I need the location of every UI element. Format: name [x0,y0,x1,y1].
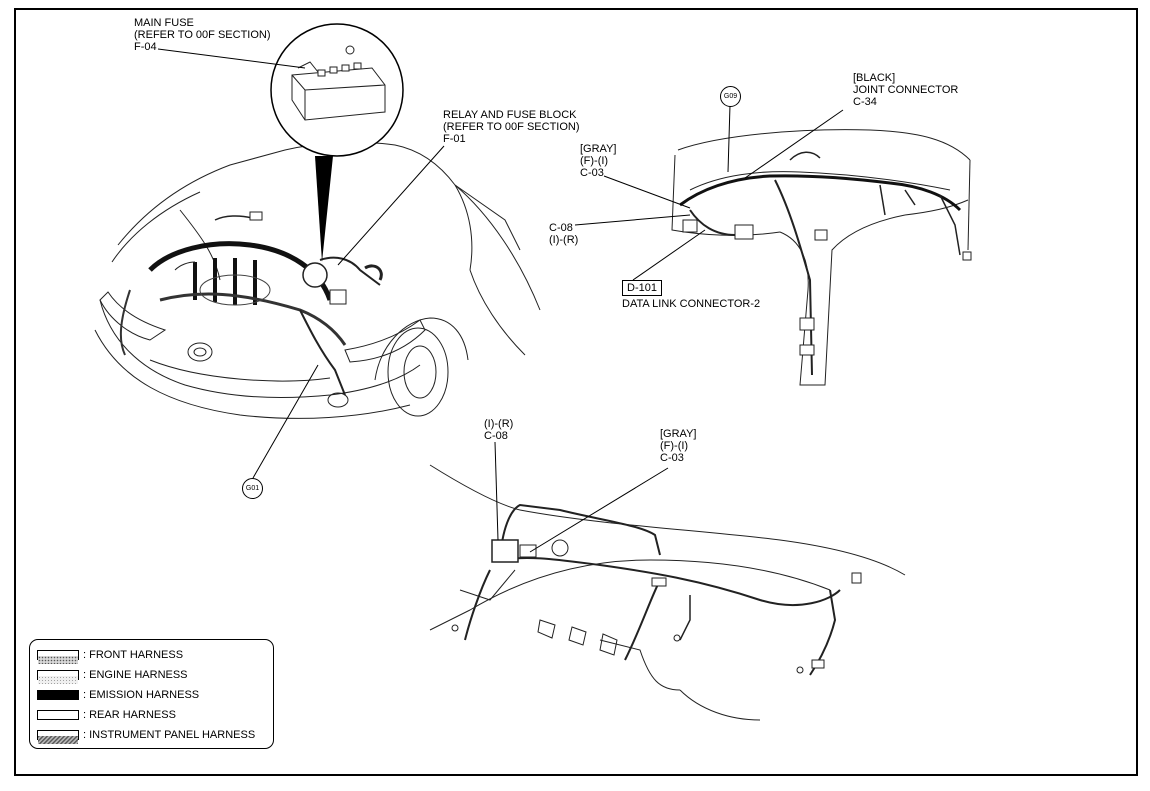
swatch-front [37,650,79,664]
data-link-name: DATA LINK CONNECTOR-2 [622,298,761,310]
ground-point-g01: G01 [242,478,263,499]
car-front-drawing [94,141,541,419]
legend-item-front: : FRONT HARNESS [37,648,183,664]
instrument-panel-harness [679,151,972,376]
c08-bottom-label: (I)-(R) C-08 [484,418,514,442]
data-link-code-box: D-101 [622,280,662,296]
cabin-lower-harness [451,503,862,676]
leader-lines [157,48,844,553]
relay-fuse-block-label: RELAY AND FUSE BLOCK (REFER TO 00F SECTI… [443,109,580,145]
swatch-instrument-panel [37,730,79,744]
c08-top-label: C-08 (I)-(R) [549,222,579,246]
ground-point-g09: G09 [720,86,741,107]
legend-item-emission: : EMISSION HARNESS [37,688,199,702]
diagram-frame [14,8,1138,776]
inset-pointer [315,156,333,262]
main-fuse-label: MAIN FUSE (REFER TO 00F SECTION) F-04 [134,17,271,53]
cabin-lower-drawing [429,464,906,721]
gray-connector-top-label: [GRAY] (F)-(I) C-03 [580,143,617,179]
swatch-rear [37,710,79,720]
black-joint-connector-label: [BLACK] JOINT CONNECTOR C-34 [853,72,959,108]
legend-item-rear: : REAR HARNESS [37,708,176,722]
battery-inset [270,23,404,262]
legend-item-instrument-panel: : INSTRUMENT PANEL HARNESS [37,728,255,744]
harness-legend: : FRONT HARNESS : ENGINE HARNESS : EMISS… [29,639,274,749]
instrument-panel-drawing [671,129,971,386]
engine-harness-bundle [119,211,383,396]
swatch-engine [37,670,79,684]
legend-item-engine: : ENGINE HARNESS [37,668,188,684]
gray-connector-bottom-label: [GRAY] (F)-(I) C-03 [660,428,697,464]
swatch-emission [37,690,79,700]
